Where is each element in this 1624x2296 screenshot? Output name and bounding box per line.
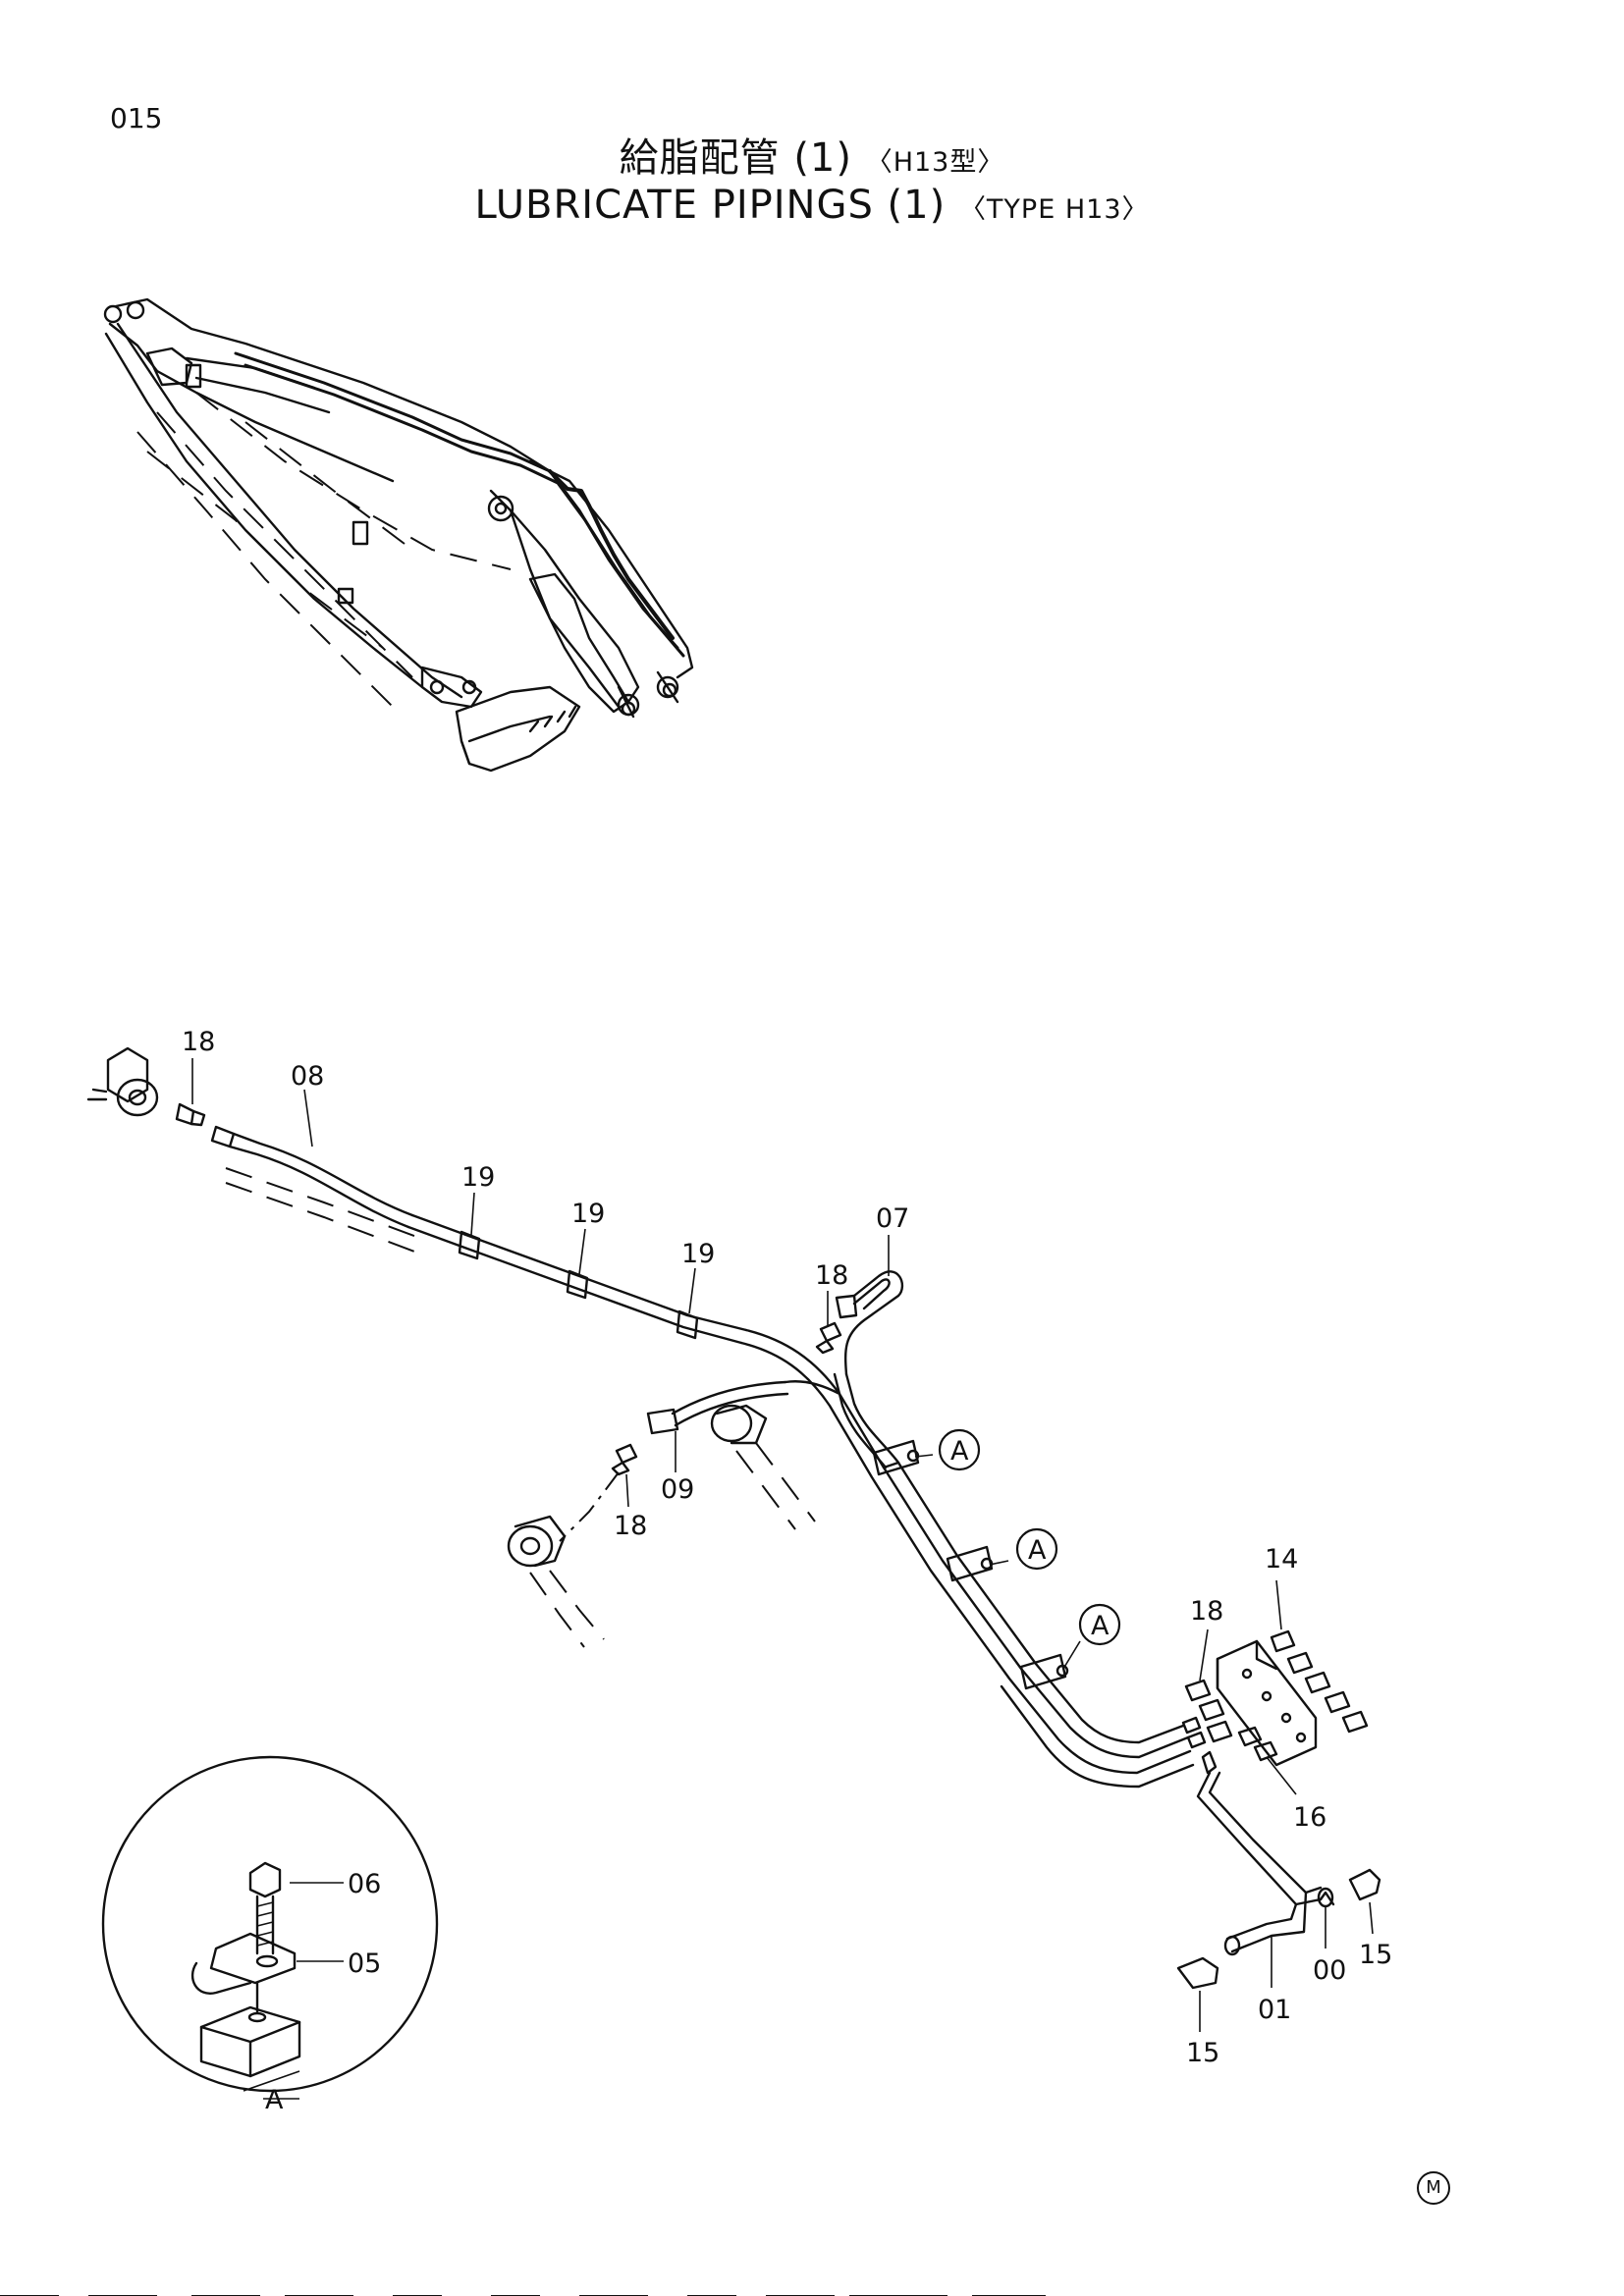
callout-18-mid: 18	[815, 1260, 848, 1291]
callout-00: 00	[1313, 1955, 1346, 1986]
hose-08	[210, 1125, 414, 1229]
pipe-run-arm	[406, 1213, 748, 1345]
lube-manifold-block	[1181, 1629, 1369, 1767]
callout-19-b: 19	[571, 1199, 605, 1229]
callout-a-3: A	[1091, 1611, 1110, 1641]
callout-15-right: 15	[1359, 1940, 1392, 1970]
callout-18-low: 18	[614, 1511, 647, 1541]
title-en-main: LUBRICATE PIPINGS (1)	[474, 183, 947, 228]
callout-18-top: 18	[182, 1027, 215, 1057]
overview-boom-arm-drawing	[103, 297, 694, 773]
title-japanese: 給脂配管 (1) 〈H13型〉	[0, 126, 1624, 183]
grease-fitting-18-mid	[815, 1321, 842, 1355]
leader-lines	[191, 1058, 1374, 2032]
callout-14: 14	[1265, 1544, 1298, 1575]
callout-07: 07	[876, 1203, 909, 1234]
pipe-00-01	[1176, 1750, 1381, 1990]
callout-05: 05	[348, 1949, 381, 1979]
title-jp-sub: 〈H13型〉	[865, 147, 1005, 178]
boom-pin-bushing	[710, 1404, 816, 1530]
callout-01: 01	[1258, 1995, 1291, 2025]
m-mark: M	[1417, 2171, 1450, 2205]
hose-09	[646, 1380, 841, 1435]
title-jp-main: 給脂配管 (1)	[619, 135, 852, 181]
callout-15-bottom: 15	[1186, 2038, 1219, 2068]
callout-09: 09	[661, 1474, 694, 1505]
callout-18-right: 18	[1190, 1596, 1223, 1627]
callout-a-circle-3	[1078, 1603, 1121, 1646]
callout-08: 08	[291, 1061, 324, 1092]
arm-bottom-bushing	[507, 1515, 605, 1648]
callout-16: 16	[1293, 1802, 1326, 1833]
callout-a-1: A	[950, 1436, 969, 1467]
grease-fitting-18-low	[611, 1443, 638, 1476]
title-english: LUBRICATE PIPINGS (1) 〈TYPE H13〉	[0, 183, 1624, 228]
callout-06: 06	[348, 1869, 381, 1899]
callout-a-detail: A	[265, 2085, 284, 2115]
title-en-sub: 〈TYPE H13〉	[958, 194, 1150, 225]
main-piping-drawing	[86, 1046, 1381, 1990]
page-number: 015	[110, 102, 163, 134]
callout-a-2: A	[1028, 1535, 1047, 1566]
callout-19-a: 19	[461, 1162, 495, 1193]
callout-a-circle-2	[1015, 1527, 1058, 1571]
pipe-07	[833, 1270, 904, 1469]
detail-a-view	[101, 1755, 439, 2100]
callout-a-circle-1	[938, 1428, 981, 1471]
arm-end-bushing	[86, 1046, 159, 1117]
pipe-bundle	[739, 1328, 1195, 1789]
grease-fitting-18-top	[175, 1102, 206, 1127]
callout-19-c: 19	[681, 1239, 715, 1269]
